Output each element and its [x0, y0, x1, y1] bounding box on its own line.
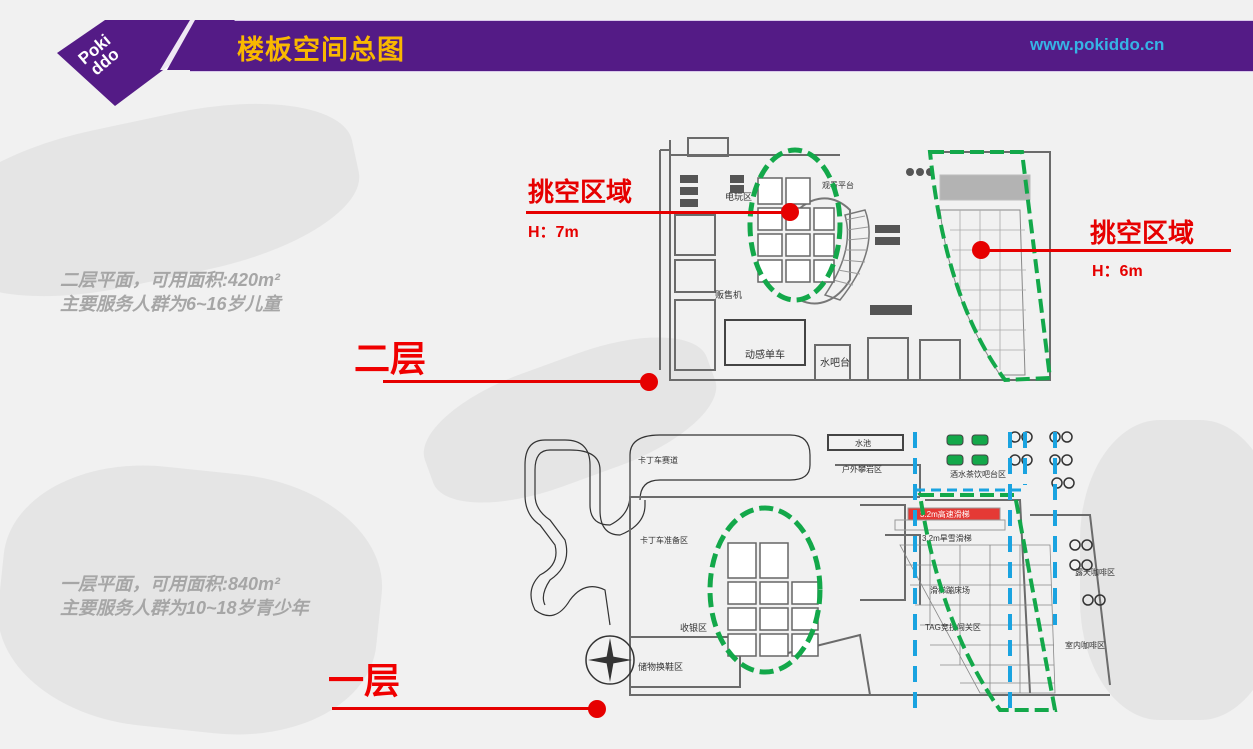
first-floor-label: 一层 — [328, 660, 401, 701]
plan-label-slide-red: 3.2m高速滑梯 — [920, 509, 970, 519]
void-zone-right-outline — [927, 150, 1053, 383]
plan-label-tag-zone: TAG竞技闯关区 — [925, 622, 981, 632]
void-callout-right-line — [983, 249, 1231, 252]
compass-icon — [585, 635, 635, 685]
plan-label-arcade: 电玩区 — [725, 191, 752, 202]
void-callout-left-line — [526, 211, 790, 214]
void-zone-left-outline-first — [707, 505, 823, 675]
plan-label-indoor-cafe: 室内咖啡区 — [1065, 640, 1105, 650]
plan-label-drinks-bar: 酒水茶饮吧台区 — [950, 469, 1006, 479]
pokiddo-logo — [57, 20, 235, 106]
plan-label-platform: 观看平台 — [822, 180, 854, 190]
website-url[interactable]: www.pokiddo.cn — [1030, 35, 1165, 54]
plan-label-water-bar: 水吧台 — [820, 356, 850, 369]
first-floor-pointer-dot — [588, 700, 606, 718]
floor-link-lines — [913, 425, 1057, 715]
plan-label-outdoor-cafe: 露天咖啡区 — [1075, 567, 1115, 577]
second-floor-audience: 主要服务人群为6~16岁儿童 — [60, 294, 281, 314]
plan-label-pool: 水池 — [855, 438, 871, 448]
void-callout-left-height: H：7m — [528, 224, 579, 241]
second-floor-pointer-line — [383, 380, 648, 383]
second-floor-pointer-dot — [640, 373, 658, 391]
second-floor-description: 二层平面，可用面积:420m² 主要服务人群为6~16岁儿童 — [60, 268, 281, 316]
first-floor-plan: 3.2m旱雪滑梯 3.2m高速滑梯 滑梯蹦床场 TAG竞技闯关区 卡丁车赛道 卡… — [524, 425, 1115, 715]
plan-label-vending: 贩售机 — [715, 289, 742, 300]
void-zone-left-outline — [747, 147, 843, 303]
first-floor-pointer-line — [332, 707, 597, 710]
plan-label-trampoline: 滑梯蹦床场 — [930, 585, 970, 595]
page-title: 楼板空间总图 — [237, 35, 405, 65]
plan-label-cashier: 收银区 — [680, 622, 707, 633]
void-callout-right-height: H：6m — [1092, 263, 1143, 280]
void-callout-left-dot — [781, 203, 799, 221]
first-floor-description: 一层平面，可用面积:840m² 主要服务人群为10~18岁青少年 — [60, 572, 309, 620]
plan-label-kart-track: 卡丁车赛道 — [638, 455, 678, 465]
plan-label-outdoor-climb: 户外攀岩区 — [842, 464, 882, 474]
first-floor-audience: 主要服务人群为10~18岁青少年 — [60, 598, 309, 618]
void-callout-left-title: 挑空区域 — [528, 177, 633, 207]
second-floor-area: 二层平面，可用面积:420m² — [60, 270, 281, 290]
void-callout-right-dot — [972, 241, 990, 259]
plan-label-kart-prep: 卡丁车准备区 — [640, 535, 688, 545]
second-floor-label: 二层 — [354, 338, 427, 379]
void-callout-right-title: 挑空区域 — [1090, 218, 1195, 248]
plan-label-spin-bike: 动感单车 — [745, 348, 785, 361]
plan-label-locker: 储物换鞋区 — [638, 661, 683, 672]
second-floor-plan: 动感单车 水吧台 电玩区 贩售机 观看平台 — [659, 137, 1053, 383]
first-floor-area: 一层平面，可用面积:840m² — [60, 574, 281, 594]
void-zone-right-outline-first — [917, 493, 1058, 712]
plan-label-slide: 3.2m旱雪滑梯 — [922, 533, 972, 543]
header-bar — [190, 20, 1253, 72]
